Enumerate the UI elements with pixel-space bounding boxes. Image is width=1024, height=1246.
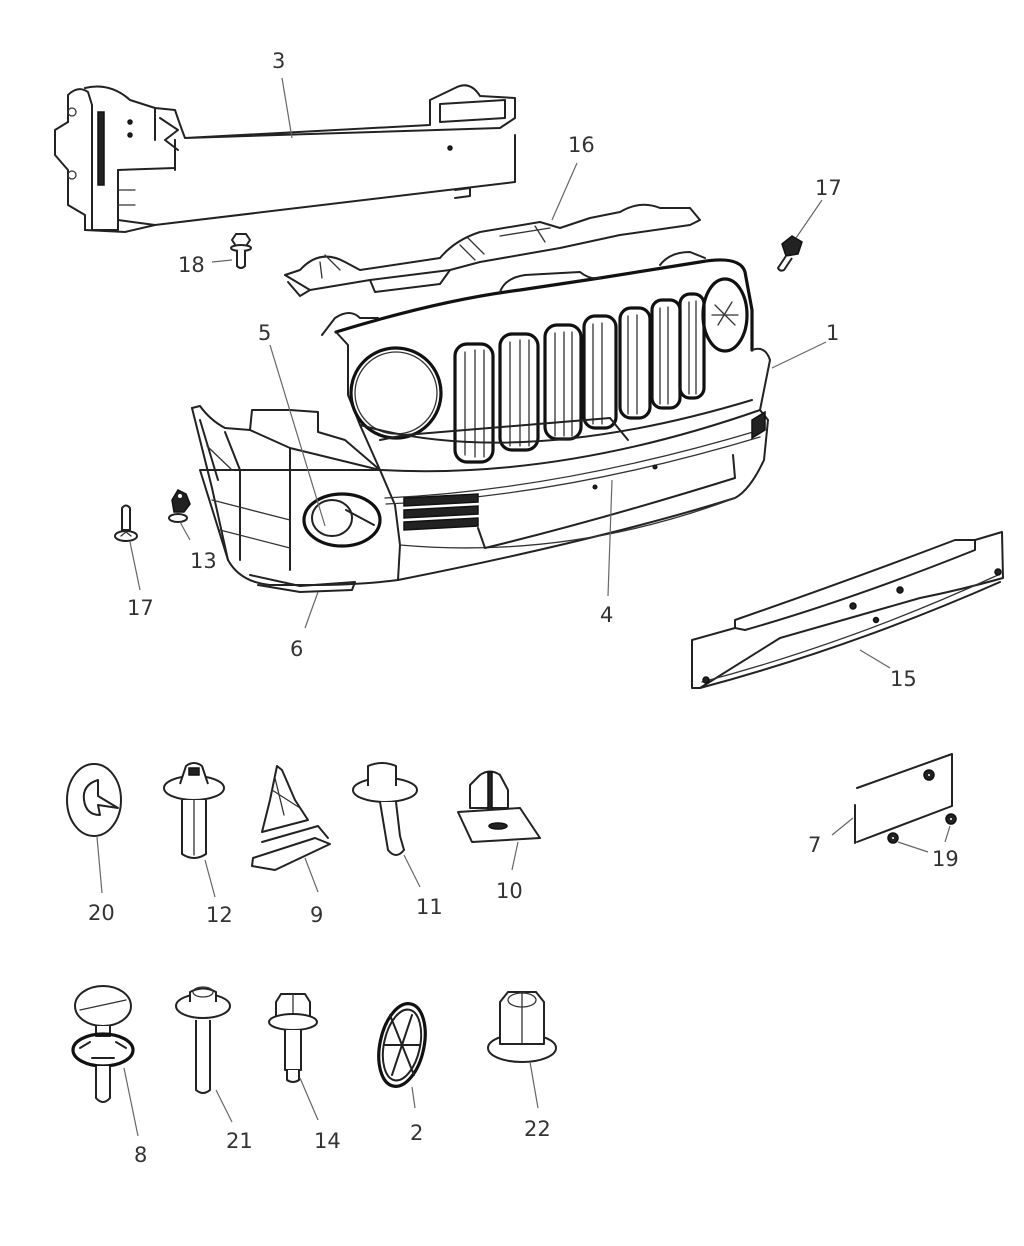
part-13-nut-washer[interactable]	[168, 489, 191, 523]
part-17-screw-upper[interactable]	[777, 235, 803, 272]
part-17-screw-lower[interactable]	[114, 504, 138, 542]
grille-slots	[453, 292, 706, 464]
leader-16	[551, 162, 578, 221]
callout-9[interactable]: 9	[310, 903, 323, 927]
callout-1[interactable]: 1	[826, 321, 839, 345]
callout-15[interactable]: 15	[890, 667, 917, 691]
leader-11	[403, 854, 421, 888]
part-10-u-nut-clip[interactable]	[457, 770, 541, 843]
part-1-grille[interactable]	[321, 251, 771, 471]
part-5-fog-lamp-bezel[interactable]	[302, 492, 382, 548]
callout-19[interactable]: 19	[932, 847, 959, 871]
leader-13	[179, 521, 191, 541]
callout-17-upper[interactable]: 17	[815, 176, 842, 200]
part-3-bumper-reinforcement[interactable]	[54, 84, 516, 233]
leader-5	[269, 344, 326, 527]
part-15-energy-absorber[interactable]	[691, 531, 1004, 689]
leader-8	[123, 1067, 139, 1137]
part-6-lower-trim[interactable]	[249, 574, 356, 593]
leader-21	[215, 1089, 233, 1123]
part-18-bolt[interactable]	[230, 233, 252, 269]
leader-2	[411, 1086, 416, 1109]
leader-22	[529, 1061, 539, 1109]
leader-10	[511, 841, 519, 871]
leader-14	[299, 1077, 319, 1121]
callout-2[interactable]: 2	[410, 1121, 423, 1145]
part-8-push-pin[interactable]	[71, 985, 135, 1103]
leader-3	[281, 77, 293, 139]
leader-12	[204, 859, 216, 898]
callout-6[interactable]: 6	[290, 637, 303, 661]
callout-18[interactable]: 18	[178, 253, 205, 277]
part-16-grille-support[interactable]	[284, 203, 701, 297]
callout-22[interactable]: 22	[524, 1117, 551, 1141]
leader-7	[831, 817, 854, 836]
callout-12[interactable]: 12	[206, 903, 233, 927]
part-19-nuts[interactable]	[887, 769, 957, 844]
leader-18	[211, 259, 233, 263]
callout-13[interactable]: 13	[190, 549, 217, 573]
part-7-license-bracket[interactable]	[854, 753, 953, 844]
part-2-plug[interactable]	[372, 999, 433, 1090]
callout-11[interactable]: 11	[416, 895, 443, 919]
part-22-flange-nut[interactable]	[487, 991, 557, 1063]
leader-17-lower	[129, 541, 141, 591]
leader-6	[304, 591, 319, 629]
leader-1	[771, 341, 827, 369]
part-4-front-fascia[interactable]	[191, 405, 769, 586]
part-20-grommet[interactable]	[66, 763, 122, 837]
callout-3[interactable]: 3	[272, 49, 285, 73]
leader-15	[859, 649, 891, 669]
part-9-clip[interactable]	[251, 765, 331, 871]
callout-20[interactable]: 20	[88, 901, 115, 925]
leader-4	[607, 479, 613, 597]
callout-10[interactable]: 10	[496, 879, 523, 903]
leader-17-upper	[795, 199, 823, 239]
callout-21[interactable]: 21	[226, 1129, 253, 1153]
leader-19a	[897, 841, 929, 853]
callout-4[interactable]: 4	[600, 603, 613, 627]
leader-9	[304, 857, 319, 893]
leader-20	[96, 836, 103, 894]
part-12-screw-washer[interactable]	[163, 762, 225, 859]
callout-17-lower[interactable]: 17	[127, 596, 154, 620]
part-14-bolt[interactable]	[268, 993, 318, 1083]
callout-7[interactable]: 7	[808, 833, 821, 857]
part-11-screw[interactable]	[352, 762, 418, 856]
callout-14[interactable]: 14	[314, 1129, 341, 1153]
callout-8[interactable]: 8	[134, 1143, 147, 1167]
leader-19b	[944, 825, 951, 843]
callout-16[interactable]: 16	[568, 133, 595, 157]
callout-5[interactable]: 5	[258, 321, 271, 345]
part-21-screw[interactable]	[175, 986, 231, 1094]
